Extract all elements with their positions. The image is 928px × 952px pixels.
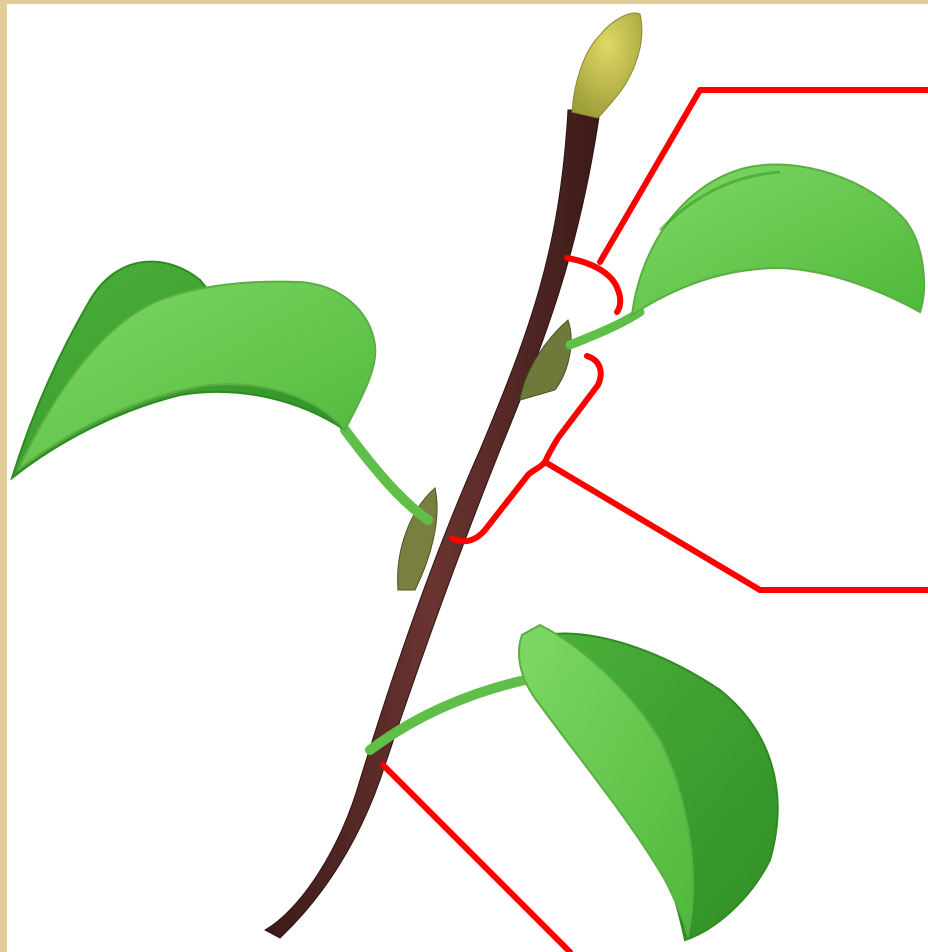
leaf-left (18, 282, 375, 470)
leaf-petiole-left (345, 430, 428, 520)
terminal-bud (572, 13, 642, 118)
leaf-petiole-upper-right (570, 312, 640, 345)
leaf-upper-right (632, 165, 924, 315)
lower-line-callout (383, 765, 570, 952)
